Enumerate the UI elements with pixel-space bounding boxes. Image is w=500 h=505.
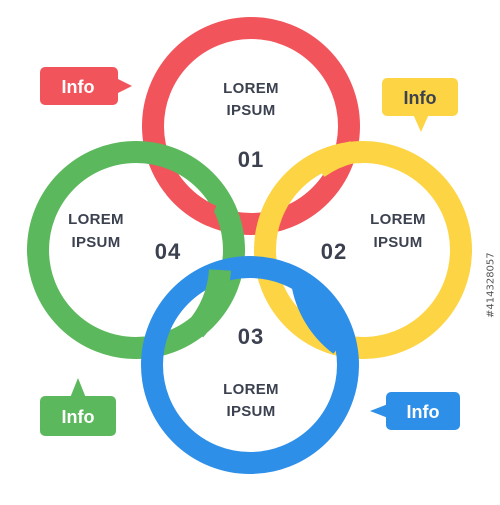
ring-left-label-line1: LOREM [68,211,124,228]
ring-left-content: LOREM IPSUM 04 [68,211,181,264]
ring-top-content: LOREM IPSUM 01 [223,80,279,172]
ring-bottom-blue-overlap [291,279,347,354]
callout-bubble-yellow [382,78,458,116]
callout-text-bottom-right: Info [407,402,440,422]
ring-bottom-blue [141,256,359,474]
ring-top-red-overlap [166,180,217,227]
callout-bottom-left: Info [40,378,116,436]
ring-bottom-number: 03 [238,324,264,349]
watermark-id: #414328057 [485,252,497,318]
callout-pointer-green [70,378,86,398]
ring-top-number: 01 [238,147,264,172]
callout-pointer-blue [370,404,388,418]
ring-left-label-line2: IPSUM [71,234,120,251]
ring-right-number: 02 [321,239,347,264]
ring-top-label-line2: IPSUM [226,102,275,119]
callout-text-top-left: Info [62,77,95,97]
ring-right-yellow [254,141,472,359]
ring-top-red [142,17,360,235]
ring-left-green [27,141,245,359]
ring-right-label-line1: LOREM [370,211,426,228]
callout-top-left: Info [40,67,132,105]
callout-text-bottom-left: Info [62,407,95,427]
callout-bottom-right: Info [370,392,460,430]
callout-top-right: Info [382,78,458,132]
ring-right-yellow-overlap [311,141,356,178]
ring-bottom-label-line2: IPSUM [226,403,275,420]
callout-pointer-yellow [413,114,429,132]
ring-right-content: LOREM IPSUM 02 [321,211,426,264]
ring-top-label-line1: LOREM [223,80,279,97]
callout-pointer-red [116,78,132,94]
callout-bubble-red [40,67,118,105]
callout-text-top-right: Info [404,88,437,108]
ring-left-green-overlap [186,269,231,338]
ring-bottom-label-line1: LOREM [223,381,279,398]
callout-bubble-green [40,396,116,436]
callout-bubble-blue [386,392,460,430]
ring-left-number: 04 [155,239,181,264]
ring-right-label-line2: IPSUM [373,234,422,251]
ring-bottom-content: 03 LOREM IPSUM [223,324,279,420]
